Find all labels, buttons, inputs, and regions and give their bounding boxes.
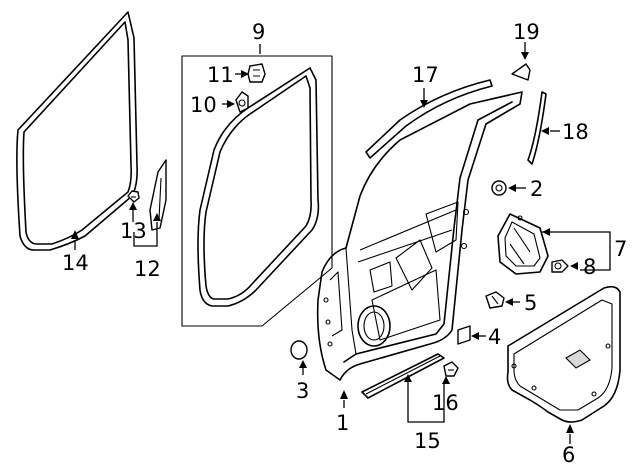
leader-7 <box>542 231 611 271</box>
clip-16 <box>443 361 459 377</box>
clip-11 <box>247 63 266 83</box>
arrow-17 <box>420 100 428 108</box>
callout-1: 1 <box>336 411 349 435</box>
plug-3 <box>290 340 308 360</box>
callout-12: 12 <box>134 257 161 281</box>
arrow-6 <box>566 424 574 433</box>
callout-11: 11 <box>207 63 234 87</box>
arrow-7 <box>542 228 550 236</box>
bracket-7 <box>497 213 549 275</box>
arrow-15 <box>404 374 412 382</box>
weatherstrip-14 <box>16 11 138 251</box>
arrow-5 <box>505 298 513 306</box>
callout-9: 9 <box>252 20 265 44</box>
arrow-10 <box>227 100 235 108</box>
grommet-2 <box>491 180 507 196</box>
callout-18: 18 <box>562 120 589 144</box>
box-9 <box>181 55 333 327</box>
vapor-barrier-6 <box>506 285 621 423</box>
callout-16: 16 <box>432 391 459 415</box>
arrow-14 <box>71 230 79 239</box>
callout-17: 17 <box>412 63 439 87</box>
moulding-17 <box>365 79 493 159</box>
trim-12 <box>149 159 167 231</box>
arrow-18 <box>541 127 549 135</box>
corner-piece-19 <box>511 63 531 81</box>
callout-6: 6 <box>562 443 575 467</box>
arrow-1 <box>340 390 348 399</box>
arrow-3 <box>299 360 307 368</box>
arrow-2 <box>508 184 516 192</box>
callout-7: 7 <box>614 237 627 261</box>
actuator-5 <box>485 291 505 309</box>
pad-4 <box>457 325 471 345</box>
leader-15 <box>407 382 445 423</box>
channel-18 <box>527 91 547 165</box>
clip-10 <box>235 91 249 113</box>
arrow-12 <box>153 213 161 221</box>
arrow-16 <box>442 376 450 384</box>
callout-4: 4 <box>488 325 501 349</box>
arrow-19 <box>521 52 529 60</box>
callout-10: 10 <box>190 93 217 117</box>
callout-14: 14 <box>62 251 89 275</box>
callout-8: 8 <box>583 255 596 279</box>
fastener-8 <box>551 259 569 273</box>
callout-3: 3 <box>296 379 309 403</box>
arrow-13 <box>129 202 137 210</box>
callout-15: 15 <box>414 429 441 453</box>
callout-2: 2 <box>530 177 543 201</box>
moulding-15-edge <box>365 355 441 395</box>
arrow-8 <box>570 262 578 270</box>
weatherstrip-9 <box>197 67 320 307</box>
leader-12 <box>133 222 158 247</box>
moulding-15 <box>361 353 445 399</box>
callout-5: 5 <box>524 291 537 315</box>
arrow-11 <box>241 70 249 78</box>
arrow-4 <box>471 332 479 340</box>
clip-13 <box>127 190 140 203</box>
callout-19: 19 <box>513 20 540 44</box>
door-shell-1 <box>316 91 523 381</box>
